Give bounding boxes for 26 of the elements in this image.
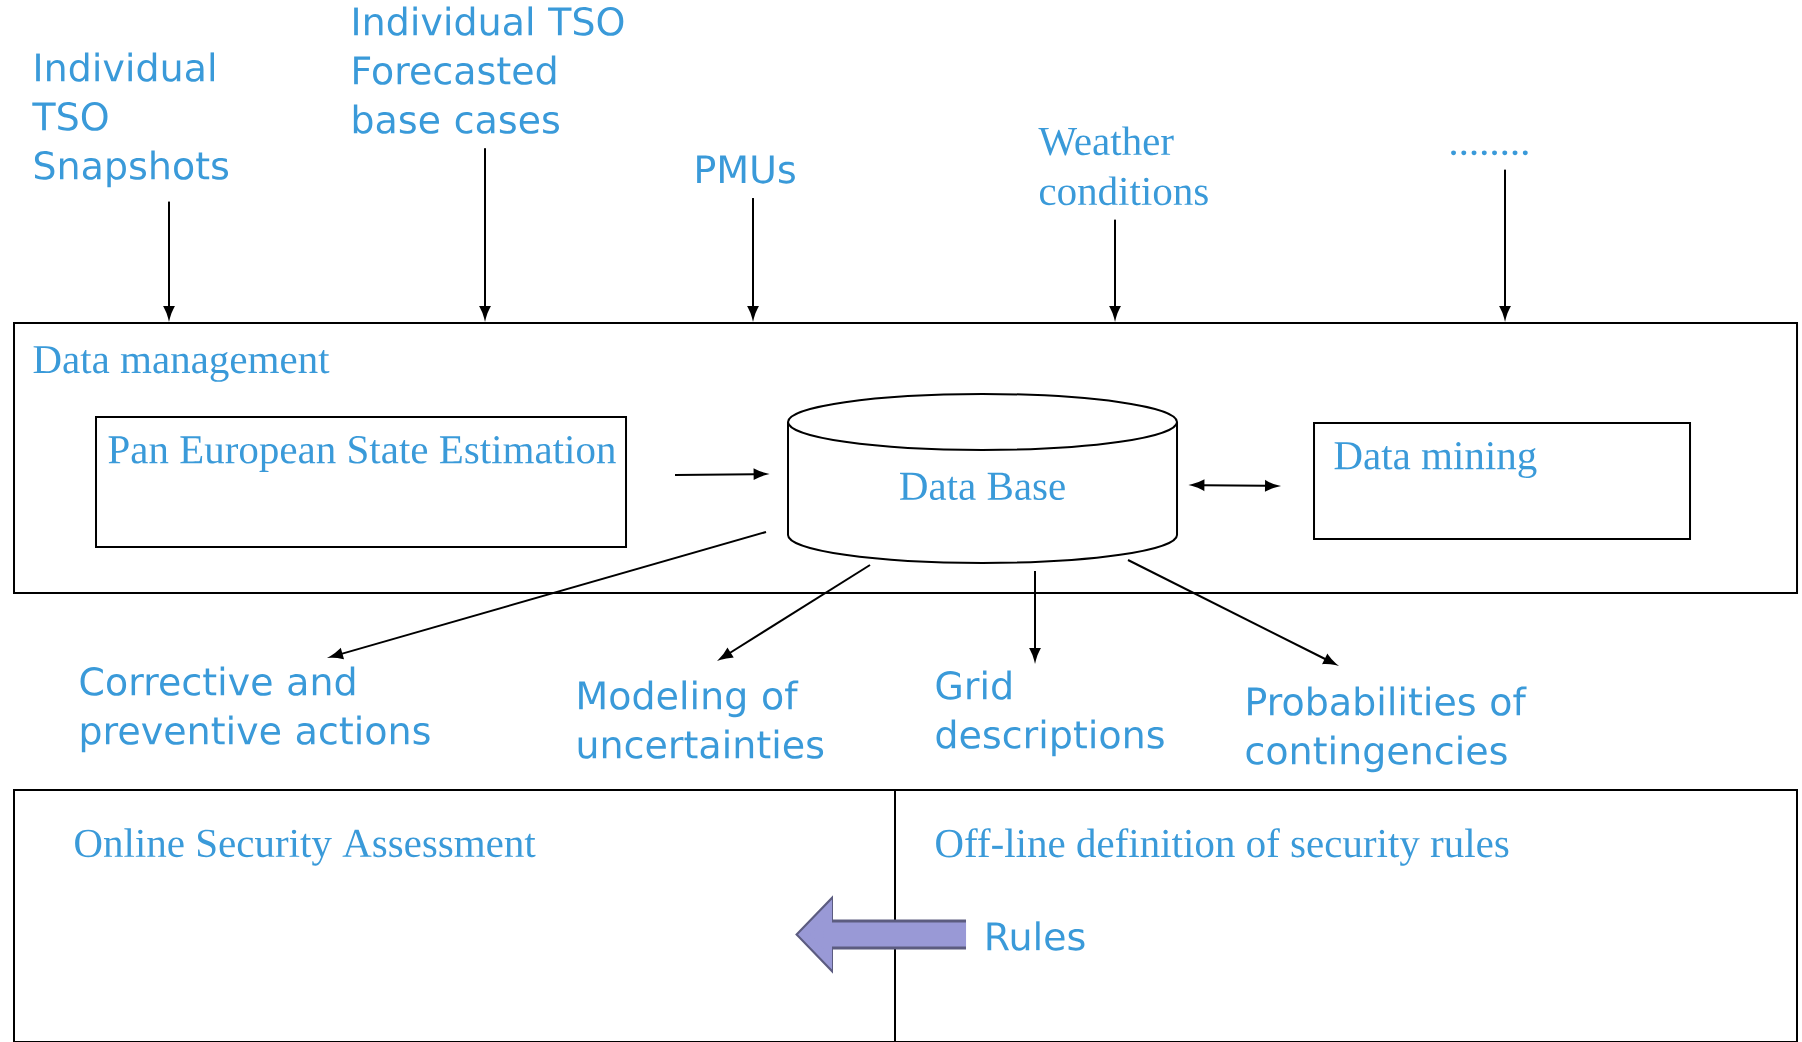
database-cylinder: Data Base bbox=[787, 393, 1178, 564]
arrow bbox=[674, 468, 767, 480]
label-text: Weather conditions bbox=[1038, 126, 1208, 206]
label-text: Probabilities of contingencies bbox=[1246, 686, 1527, 773]
arrow bbox=[1191, 479, 1278, 492]
process-box: Pan European State Estimation bbox=[95, 416, 627, 548]
label-text: Individual TSO Forecasted base cases bbox=[353, 6, 624, 134]
edge-label: Rules bbox=[981, 919, 1089, 953]
arrow bbox=[719, 564, 871, 660]
arrow bbox=[330, 531, 767, 659]
label-text: Grid descriptions bbox=[936, 670, 1164, 757]
label-text: ........ bbox=[1451, 150, 1528, 156]
arrow bbox=[1109, 218, 1121, 319]
arrow bbox=[747, 197, 759, 319]
label-text: PMUs bbox=[697, 155, 795, 184]
label-text: Corrective and preventive actions bbox=[80, 666, 430, 753]
arrow bbox=[1029, 570, 1041, 661]
process-box: Data mining bbox=[1313, 422, 1691, 540]
node-label: Data Base bbox=[900, 472, 1065, 501]
panel-box: Online Security Assessment bbox=[13, 789, 896, 1042]
arrow bbox=[163, 200, 175, 319]
label-text: Individual TSO Snapshots bbox=[32, 52, 229, 188]
arrow bbox=[1127, 559, 1337, 666]
arrow bbox=[1499, 168, 1511, 319]
label-text: Modeling of uncertainties bbox=[578, 680, 824, 759]
arrow bbox=[479, 147, 491, 319]
